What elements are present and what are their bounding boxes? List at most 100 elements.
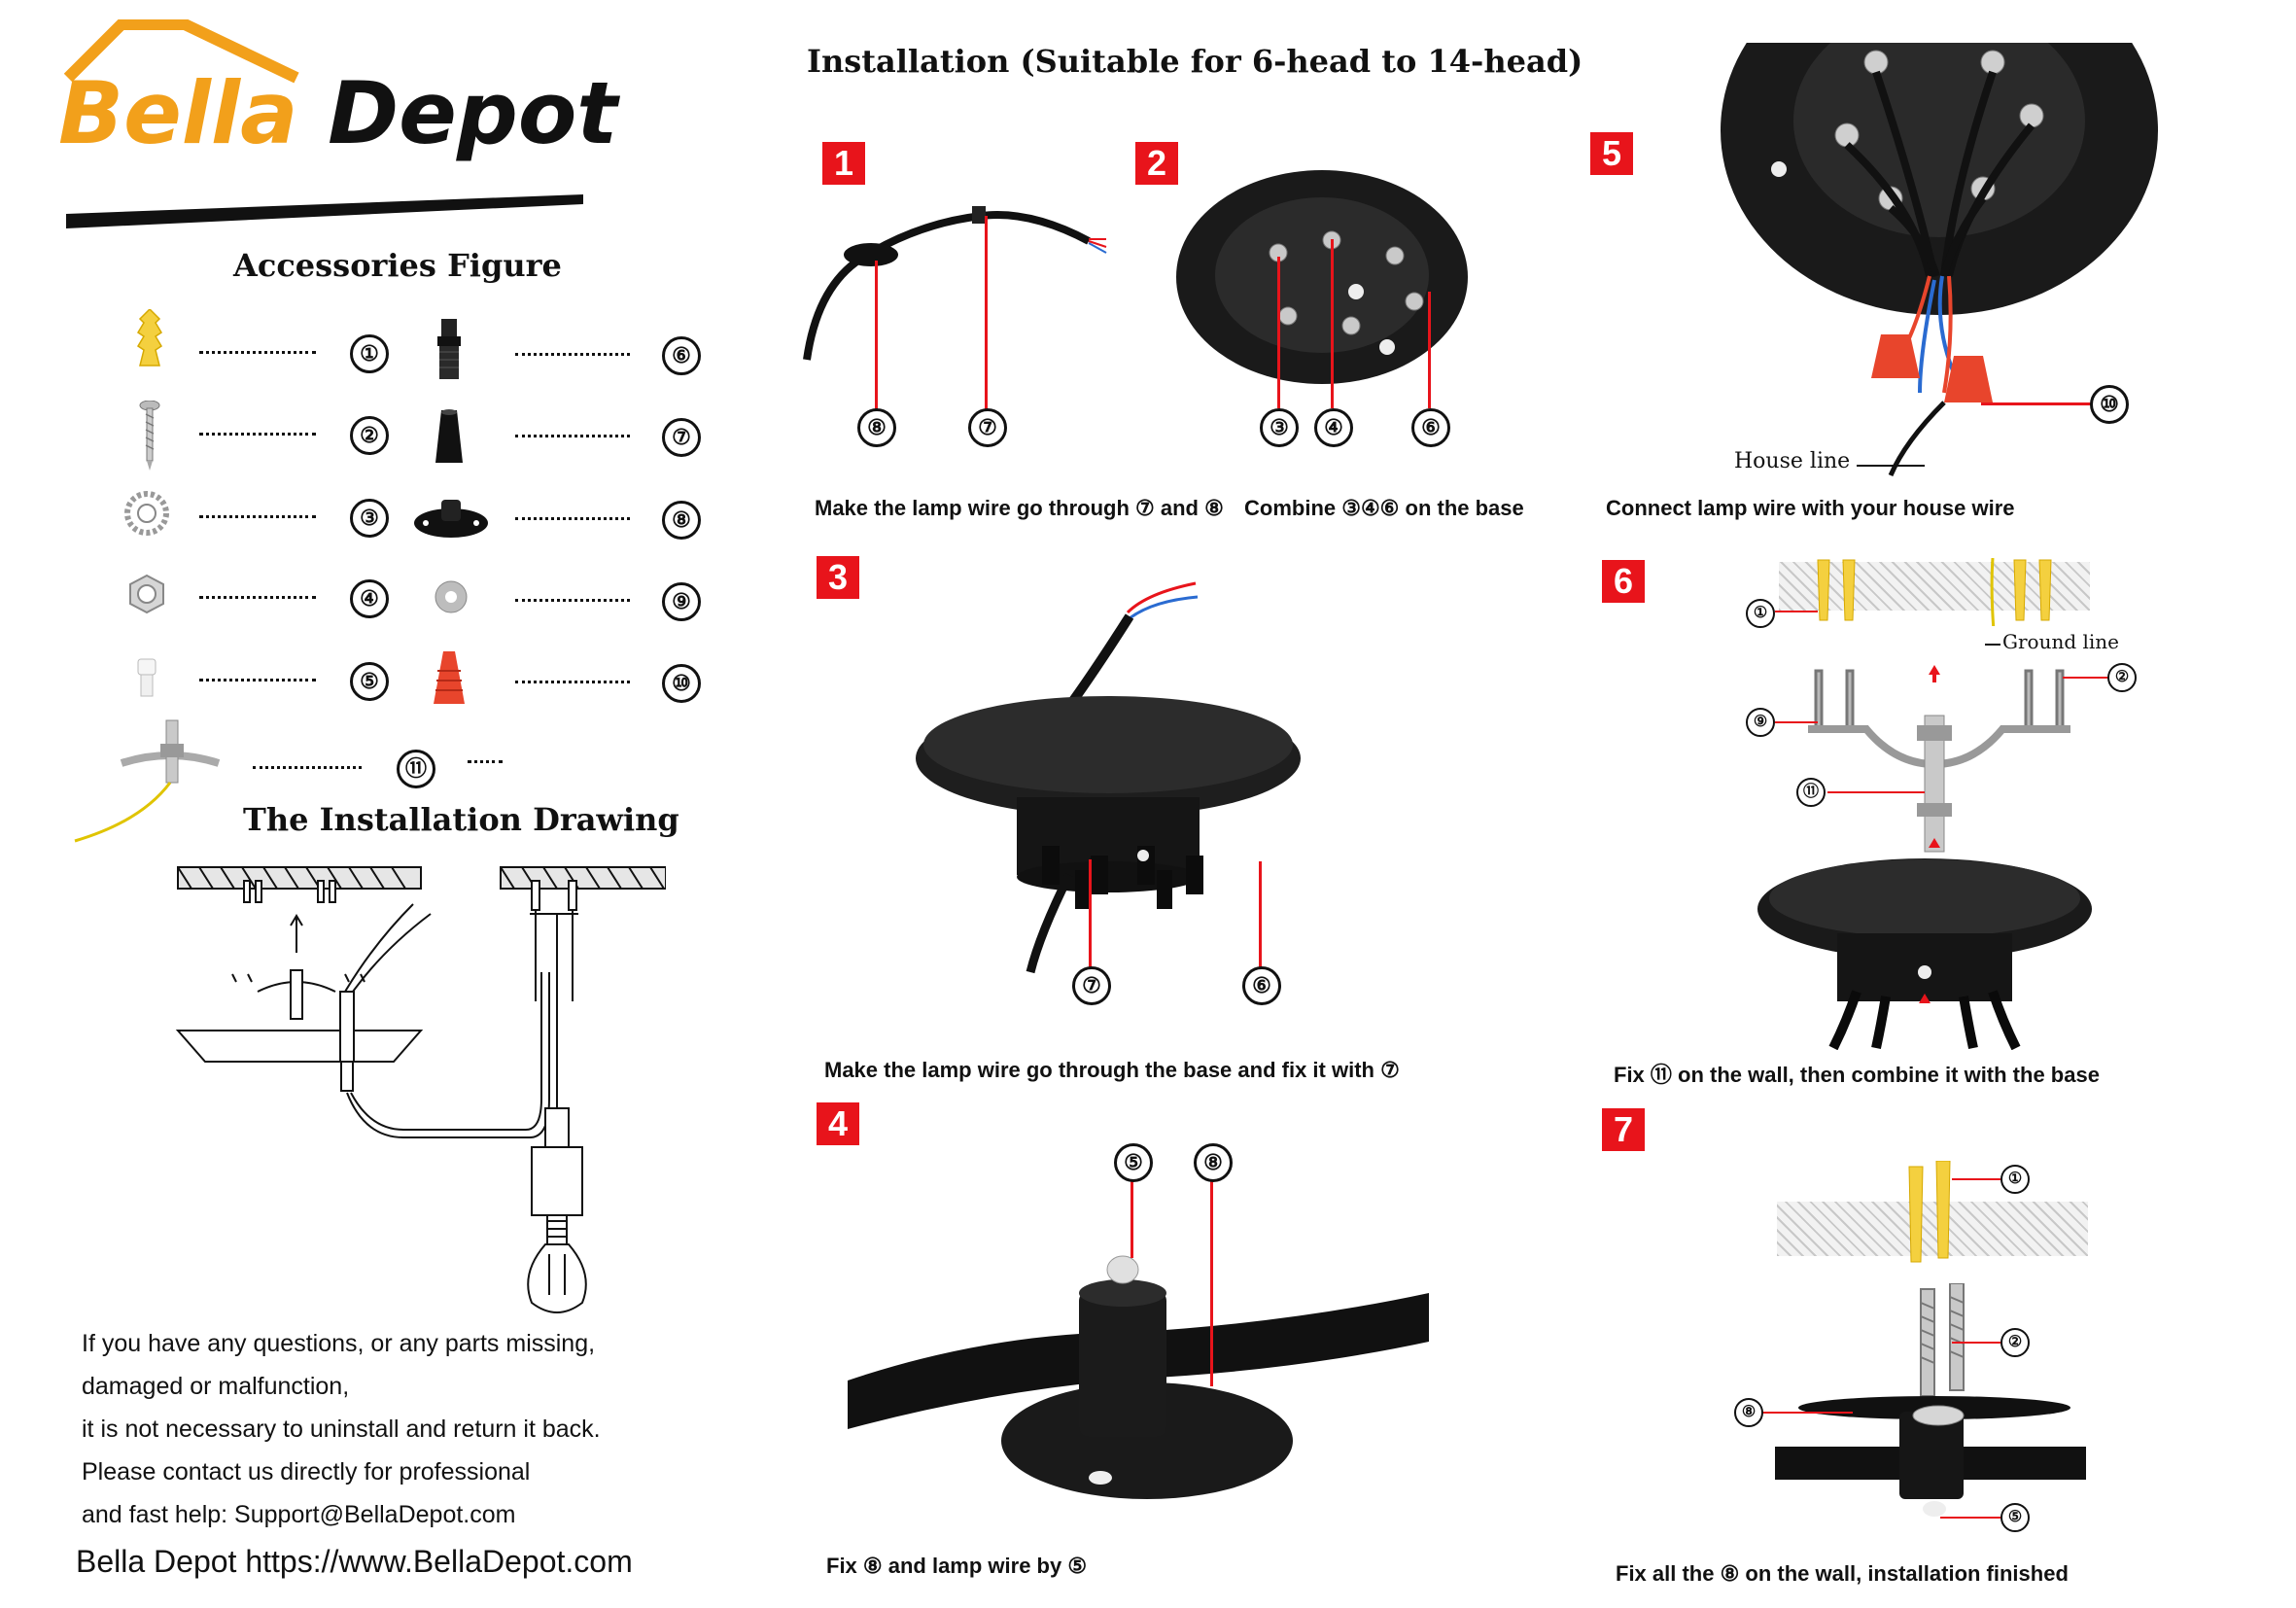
step-2-callout-4: ④ — [1314, 408, 1353, 447]
step-1-callout-7: ⑦ — [968, 408, 1007, 447]
brand-logo — [58, 18, 603, 233]
step-6-callout-9: ⑨ — [1746, 708, 1775, 737]
dots-6 — [515, 353, 630, 356]
dots-8 — [515, 517, 630, 520]
screw-icon — [139, 401, 160, 471]
callout-line — [1131, 1180, 1133, 1258]
step-7-callout-2: ② — [2000, 1328, 2030, 1357]
mounting-bracket-icon — [74, 719, 221, 843]
callout-line — [1940, 1517, 2000, 1519]
step-6-anchors-icon — [1817, 558, 2052, 626]
logo-depot: Depot — [328, 63, 618, 163]
callout-line — [1827, 791, 1925, 793]
dots-3 — [199, 515, 316, 518]
step-6-base-image — [1757, 858, 2092, 1050]
callout-line — [1952, 1342, 2000, 1344]
support-note-line: If you have any questions, or any parts … — [82, 1330, 596, 1357]
step-6-callout-11: ⑪ — [1796, 778, 1826, 807]
support-note: If you have any questions, or any parts … — [82, 1322, 782, 1536]
step-6-badge: 6 — [1602, 560, 1645, 603]
step-1-caption: Make the lamp wire go through ⑦ and ⑧ — [815, 496, 1224, 520]
step-2-image — [1176, 170, 1468, 384]
strain-relief-icon — [435, 409, 463, 463]
step-4-callout-5: ⑤ — [1114, 1143, 1153, 1182]
step-3-image — [916, 581, 1301, 974]
accessory-number-6: ⑥ — [662, 336, 701, 375]
white-cap-icon — [137, 658, 157, 697]
drawing-title: The Installation Drawing — [243, 801, 679, 838]
step-1-callout-8: ⑧ — [857, 408, 896, 447]
installation-drawing-icon — [175, 866, 666, 1313]
accessories-title: Accessories Figure — [233, 247, 562, 284]
step-4-badge: 4 — [817, 1102, 859, 1145]
callout-line — [1857, 465, 1925, 467]
dots-11a — [253, 766, 362, 769]
accessory-number-4: ④ — [350, 579, 389, 618]
callout-line — [1089, 859, 1092, 974]
dots-10 — [515, 681, 630, 683]
dots-5 — [199, 679, 316, 682]
step-3-caption: Make the lamp wire go through the base a… — [824, 1058, 1400, 1082]
dots-7 — [515, 435, 630, 437]
logo-bella: Bella — [58, 63, 298, 163]
step-3-callout-6: ⑥ — [1242, 966, 1281, 1005]
accessory-number-3: ③ — [350, 499, 389, 538]
callout-line — [1331, 239, 1334, 408]
ground-line-label: Ground line — [2002, 630, 2120, 653]
step-7-callout-5: ⑤ — [2000, 1503, 2030, 1532]
accessory-number-8: ⑧ — [662, 501, 701, 540]
step-7-anchors-icon — [1908, 1161, 1951, 1263]
callout-line — [1210, 1180, 1213, 1386]
callout-line — [1428, 292, 1431, 408]
footer-link[interactable]: Bella Depot https://www.BellaDepot.com — [76, 1544, 633, 1579]
step-7-mount-image — [1775, 1283, 2086, 1517]
dots-1 — [199, 351, 316, 354]
step-1-image — [803, 206, 1107, 361]
step-5-caption: Connect lamp wire with your house wire — [1606, 496, 2015, 520]
step-1-badge: 1 — [822, 142, 865, 185]
callout-line — [1952, 1178, 2000, 1180]
dots-2 — [199, 433, 316, 436]
yellow-anchor-icon — [136, 309, 163, 367]
support-note-line: Please contact us directly for professio… — [82, 1458, 531, 1486]
step-2-callout-6: ⑥ — [1411, 408, 1450, 447]
step-6-callout-1: ① — [1746, 599, 1775, 628]
step-3-callout-7: ⑦ — [1072, 966, 1111, 1005]
house-line-label: House line — [1734, 449, 1851, 473]
callout-line — [1277, 257, 1280, 408]
accessory-number-9: ⑨ — [662, 582, 701, 621]
step-4-image — [848, 1255, 1429, 1499]
wire-nut-icon — [434, 651, 465, 704]
wall-hatch — [1777, 1202, 2088, 1256]
step-6-bracket-icon — [1808, 665, 2070, 853]
callout-line — [985, 216, 988, 414]
ceiling-hatch — [1779, 562, 2090, 611]
callout-line — [1985, 644, 2000, 646]
accessory-number-7: ⑦ — [662, 418, 701, 457]
installation-title: Installation (Suitable for 6-head to 14-… — [807, 43, 1583, 80]
step-7-badge: 7 — [1602, 1108, 1645, 1151]
callout-line — [1259, 861, 1262, 974]
support-note-line: it is not necessary to uninstall and ret… — [82, 1416, 601, 1443]
logo-roof-icon — [63, 18, 583, 228]
support-note-line: damaged or malfunction, — [82, 1373, 350, 1400]
callout-line — [2063, 677, 2109, 679]
cord-grip-icon — [437, 319, 461, 379]
callout-line — [875, 261, 878, 414]
logo-text: Bella Depot — [58, 60, 617, 167]
step-6-caption: Fix ⑪ on the wall, then combine it with … — [1614, 1063, 2100, 1087]
step-2-badge: 2 — [1135, 142, 1178, 185]
accessory-number-2: ② — [350, 416, 389, 455]
callout-line — [1775, 611, 1818, 612]
accessory-number-10: ⑩ — [662, 664, 701, 703]
step-5-image — [1721, 43, 2158, 476]
step-5-badge: 5 — [1590, 132, 1633, 175]
support-note-line: and fast help: Support@BellaDepot.com — [82, 1501, 516, 1528]
accessory-number-1: ① — [350, 334, 389, 373]
dots-11b — [468, 760, 503, 763]
accessory-number-5: ⑤ — [350, 662, 389, 701]
callout-line — [1761, 1412, 1853, 1414]
step-4-caption: Fix ⑧ and lamp wire by ⑤ — [826, 1554, 1088, 1578]
lock-washer-icon — [124, 491, 169, 536]
washer-icon — [435, 580, 468, 613]
